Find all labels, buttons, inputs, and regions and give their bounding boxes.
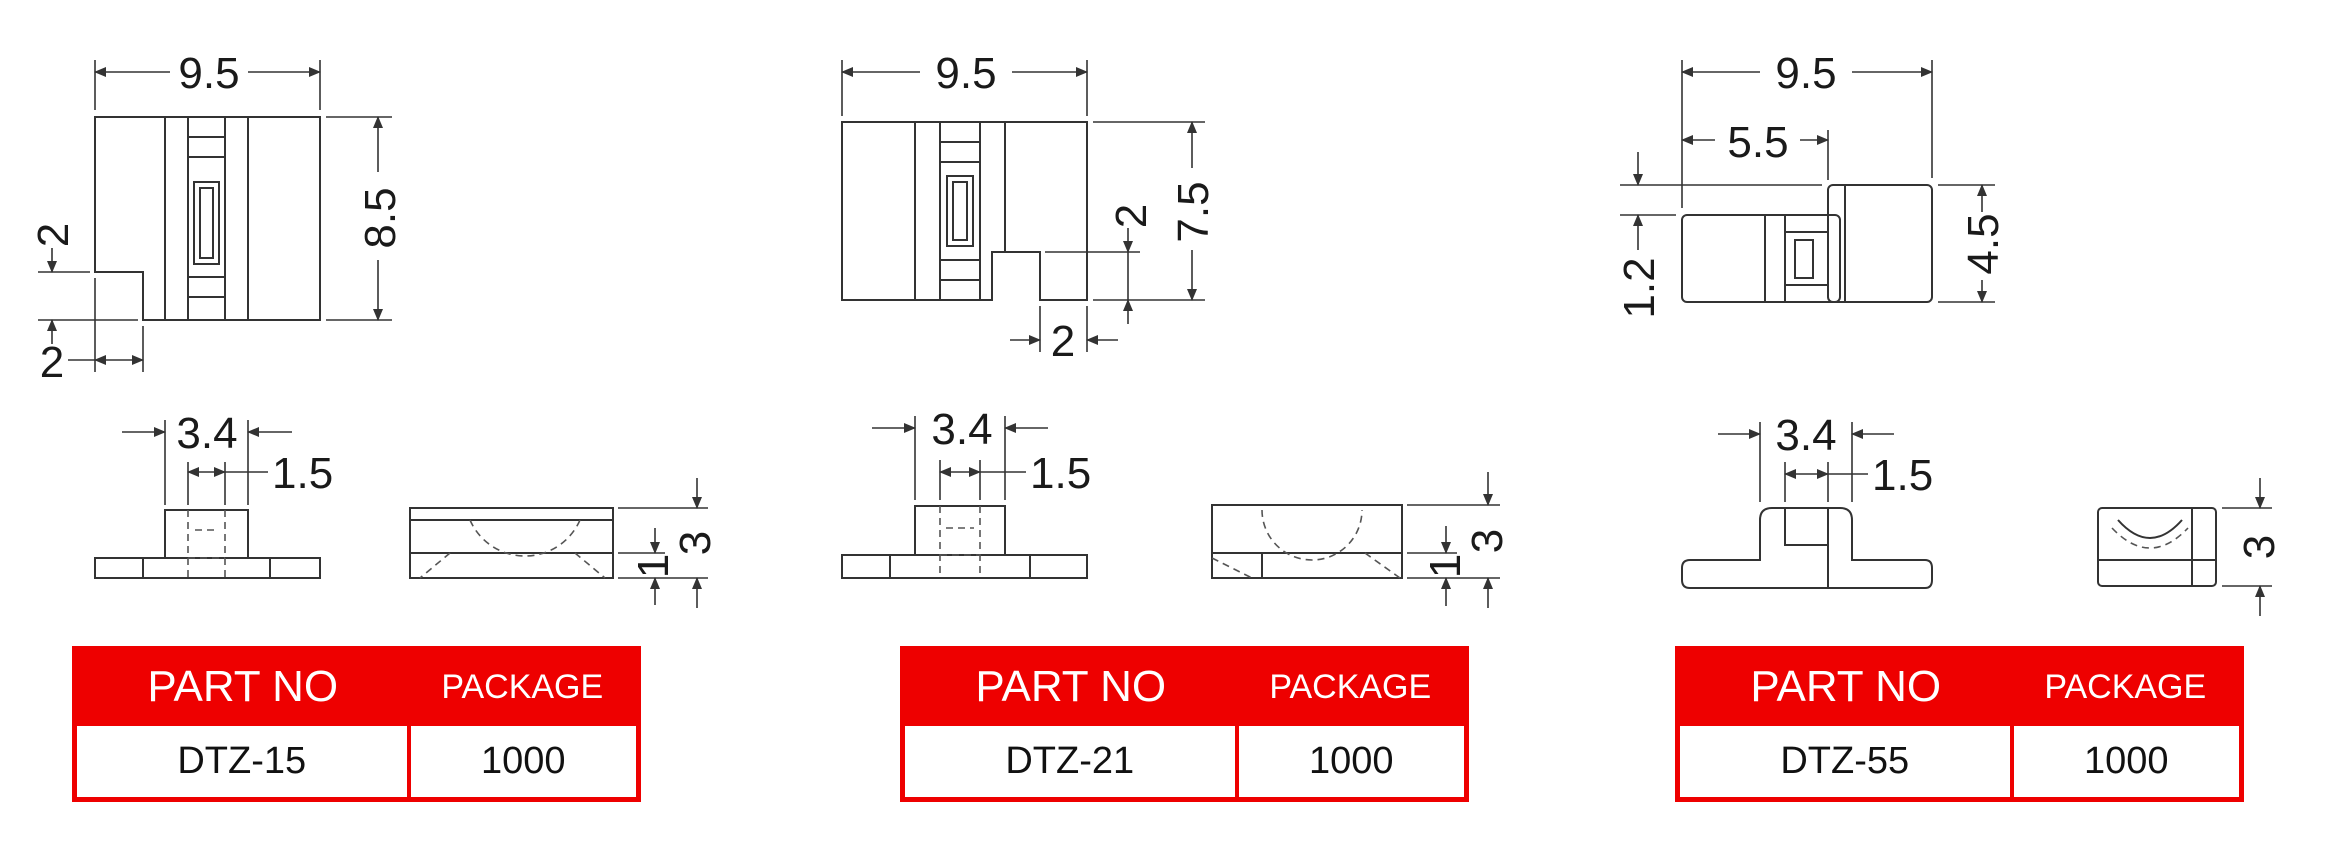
dim-slot: 3.4 [931, 405, 992, 454]
dim-step: 1.2 [1615, 257, 1664, 318]
front-view-dtz-15: 3.4 1.5 [94, 409, 333, 579]
spec-table-dtz-55: PART NO PACKAGE DTZ-55 1000 [1675, 646, 2244, 802]
dim-width: 9.5 [178, 49, 239, 98]
dim-side-height: 3 [671, 531, 720, 555]
package-value: 1000 [2011, 723, 2242, 800]
part-no-value: DTZ-15 [74, 723, 411, 800]
table-row: DTZ-55 1000 [1677, 723, 2242, 800]
package-value: 1000 [408, 723, 639, 800]
dim-notch-height: 2 [29, 223, 78, 247]
dim-slot: 3.4 [176, 409, 237, 458]
dim-width: 9.5 [1775, 49, 1836, 98]
table-header-row: PART NO PACKAGE [902, 648, 1467, 725]
dim-notch-width: 2 [1051, 317, 1075, 366]
header-part-no: PART NO [902, 648, 1237, 725]
dim-lip: 1.5 [1872, 451, 1933, 500]
part-no-value: DTZ-21 [902, 723, 1239, 800]
header-part-no: PART NO [1677, 648, 2012, 725]
spec-table-dtz-15: PART NO PACKAGE DTZ-15 1000 [72, 646, 641, 802]
header-package: PACKAGE [2011, 648, 2242, 725]
side-view-dtz-15: 3 1 [409, 478, 720, 608]
header-part-no: PART NO [74, 648, 409, 725]
front-view-dtz-21: 3.4 1.5 [841, 405, 1091, 579]
table-header-row: PART NO PACKAGE [1677, 648, 2242, 725]
dim-side-height: 3 [1463, 529, 1512, 553]
dim-side-base: 1 [629, 554, 678, 578]
dim-lip: 1.5 [272, 449, 333, 498]
dim-height: 4.5 [1959, 213, 2008, 274]
dim-side-base: 1 [1421, 554, 1470, 578]
top-view-dtz-21: 9.5 7.5 2 2 [841, 49, 1218, 366]
package-value: 1000 [1236, 723, 1467, 800]
dim-slot: 3.4 [1775, 411, 1836, 460]
drawing-dtz-55: 9.5 5.5 4.5 1.2 3.4 [1615, 49, 2284, 616]
dim-notch-height: 2 [1107, 204, 1156, 228]
spec-table-dtz-21: PART NO PACKAGE DTZ-21 1000 [900, 646, 1469, 802]
header-package: PACKAGE [1236, 648, 1467, 725]
table-header-row: PART NO PACKAGE [74, 648, 639, 725]
drawing-dtz-15: 9.5 8.5 2 2 [29, 49, 720, 608]
dim-height: 7.5 [1169, 181, 1218, 242]
top-view-dtz-15: 9.5 8.5 2 2 [29, 49, 405, 387]
drawing-dtz-21: 9.5 7.5 2 2 [841, 49, 1512, 608]
top-view-dtz-55: 9.5 5.5 4.5 1.2 [1615, 49, 2008, 319]
part-no-value: DTZ-55 [1677, 723, 2014, 800]
header-package: PACKAGE [408, 648, 639, 725]
dim-lip: 1.5 [1030, 449, 1091, 498]
side-view-dtz-55: 3 [2097, 478, 2284, 616]
dim-inner: 5.5 [1727, 118, 1788, 167]
dim-side-height: 3 [2235, 535, 2284, 559]
front-view-dtz-55: 3.4 1.5 [1681, 411, 1933, 589]
dim-width: 9.5 [935, 49, 996, 98]
table-row: DTZ-21 1000 [902, 723, 1467, 800]
table-row: DTZ-15 1000 [74, 723, 639, 800]
side-view-dtz-21: 3 1 [1211, 472, 1512, 608]
dim-height: 8.5 [356, 187, 405, 248]
dim-notch-width: 2 [40, 338, 64, 387]
